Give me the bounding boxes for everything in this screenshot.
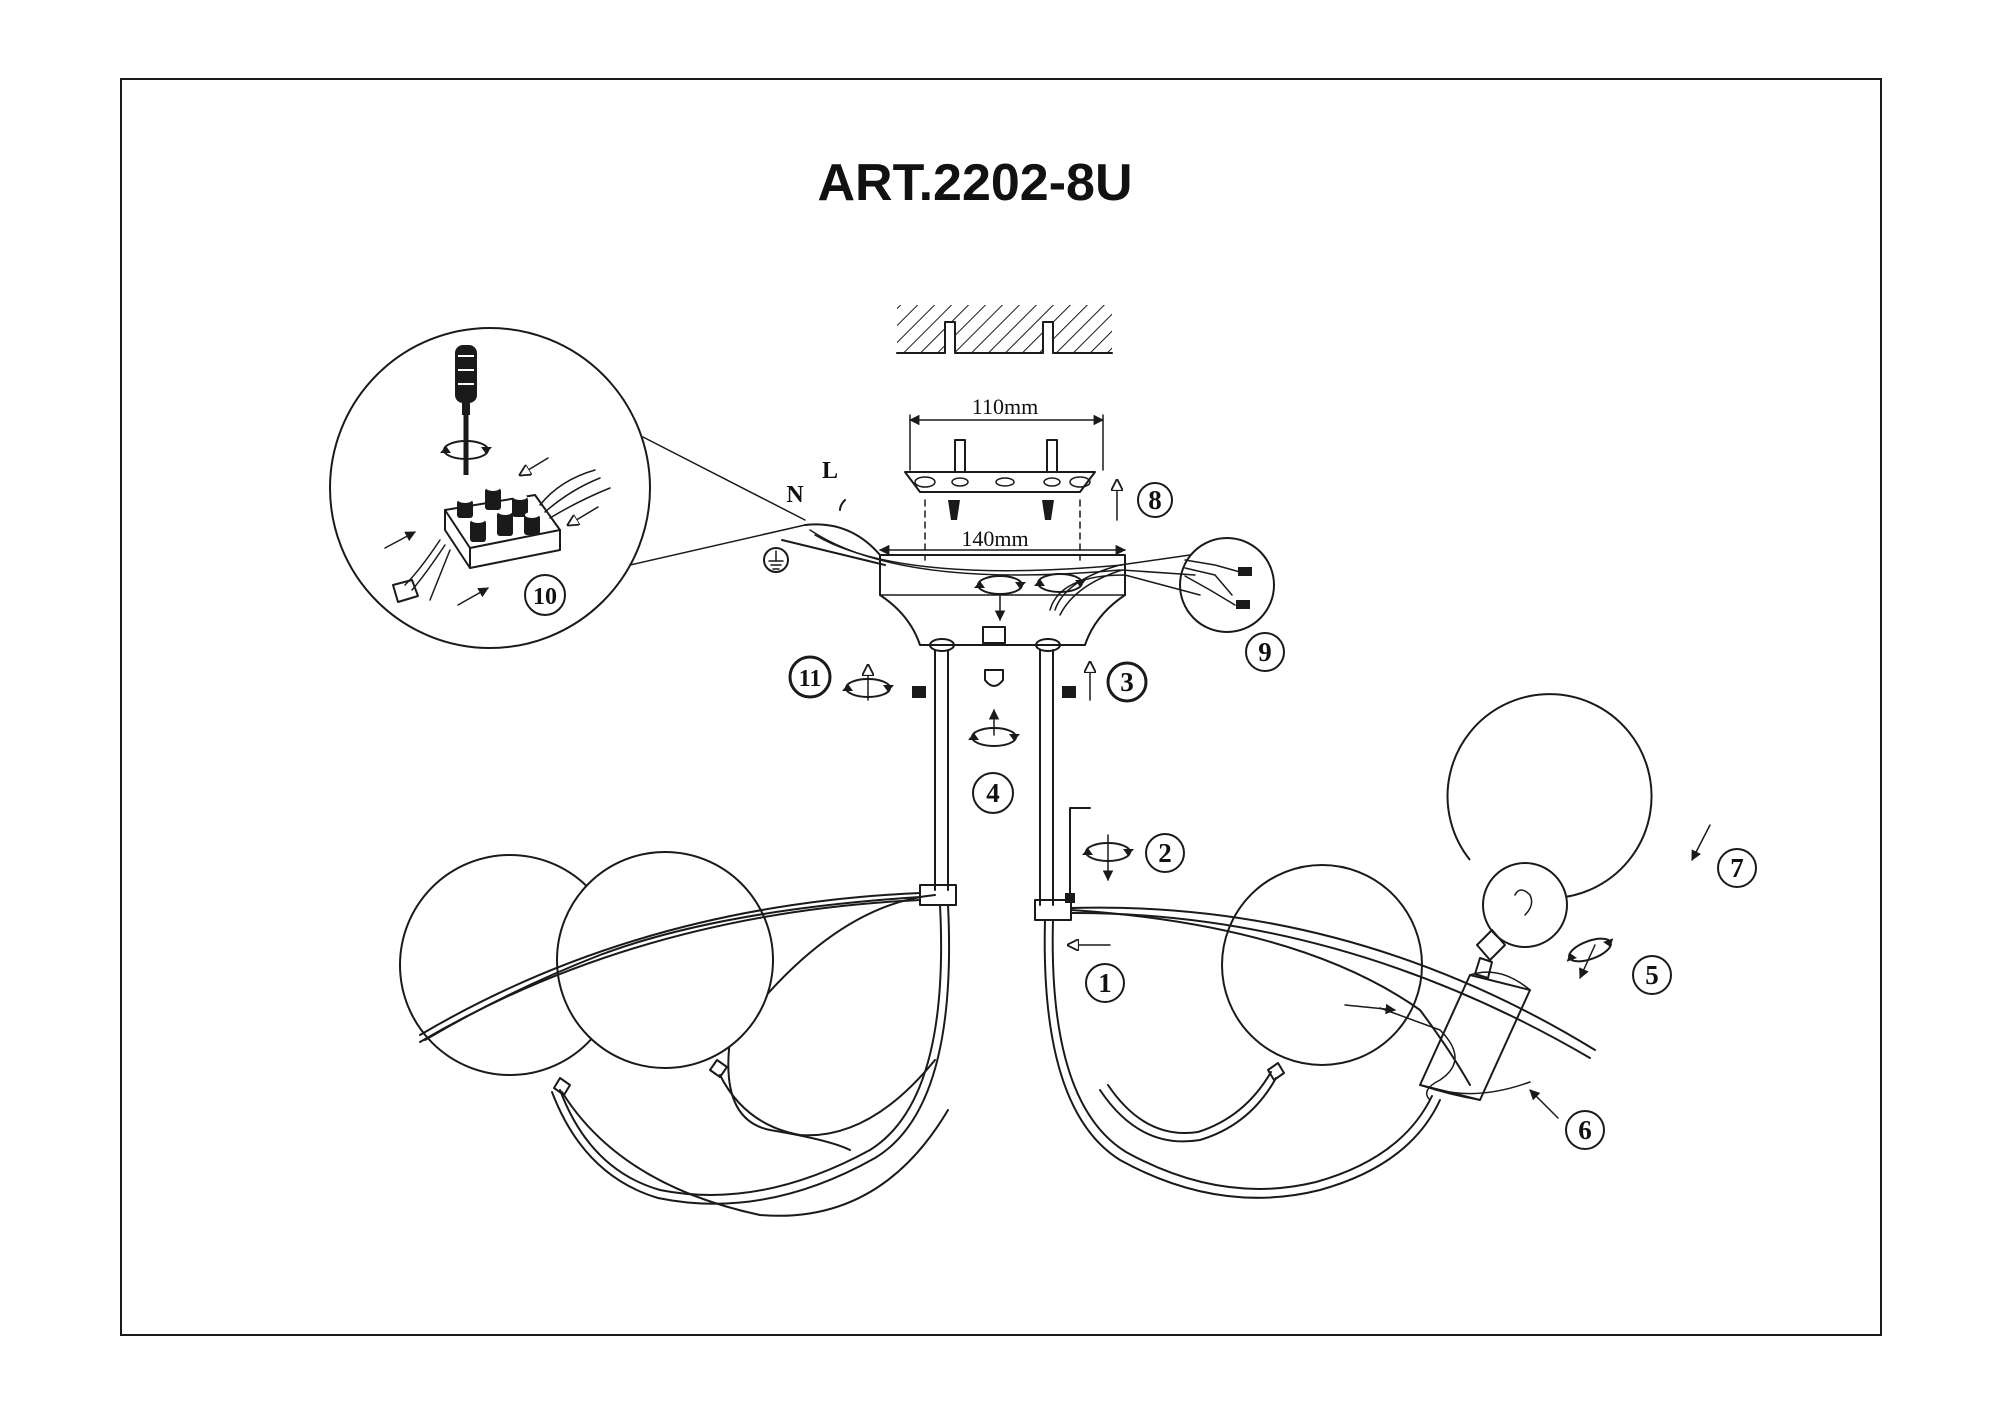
step-3: 3 bbox=[1062, 662, 1148, 703]
step-10-number: 10 bbox=[533, 584, 557, 610]
canopy: 140mm bbox=[809, 526, 1201, 652]
globe-right-front bbox=[1221, 864, 1423, 1066]
step-4: 4 bbox=[967, 669, 1021, 814]
step-1-number: 1 bbox=[1098, 968, 1112, 998]
mounting-bracket: 110mm bbox=[904, 394, 1105, 561]
earth-symbol-icon bbox=[763, 547, 789, 573]
light-bulb-icon bbox=[1474, 862, 1568, 979]
step-3-number: 3 bbox=[1120, 667, 1134, 697]
step-4-number: 4 bbox=[986, 778, 1000, 808]
step-1: 1 bbox=[1068, 945, 1125, 1003]
step-7-number: 7 bbox=[1730, 853, 1744, 883]
step-5: 5 bbox=[1561, 931, 1672, 995]
left-arms bbox=[551, 894, 951, 1205]
detail-terminal-block: 10 bbox=[329, 327, 806, 649]
step-11-number: 11 bbox=[799, 666, 822, 692]
step-6: 6 bbox=[1529, 1089, 1605, 1150]
diagram-title: ART.2202-8U bbox=[817, 154, 1132, 212]
globe-right-outer bbox=[1446, 693, 1653, 899]
step-8: 8 bbox=[1117, 480, 1173, 521]
screwdriver-icon bbox=[455, 345, 477, 475]
step-5-number: 5 bbox=[1645, 960, 1659, 990]
step-7: 7 bbox=[1691, 824, 1757, 888]
page-frame bbox=[120, 78, 1882, 1336]
step-6-number: 6 bbox=[1578, 1115, 1592, 1145]
canopy-dimension-label: 140mm bbox=[961, 526, 1028, 551]
globe-left-front bbox=[556, 851, 774, 1069]
neutral-label: N bbox=[786, 482, 804, 508]
live-label: L bbox=[822, 458, 838, 484]
step-2-number: 2 bbox=[1158, 838, 1172, 868]
step-11: 11 bbox=[788, 655, 926, 701]
detail-wire-connectors: 9 bbox=[1179, 537, 1285, 672]
right-arms bbox=[1043, 919, 1441, 1199]
central-stems bbox=[919, 649, 1072, 921]
right-arm-rods bbox=[1070, 906, 1596, 1143]
step-8-number: 8 bbox=[1148, 485, 1162, 515]
left-arm-rods bbox=[419, 892, 949, 1217]
step-9-number: 9 bbox=[1258, 637, 1272, 667]
supply-wires: N L bbox=[763, 458, 886, 573]
ceiling bbox=[896, 305, 1113, 356]
step-2: 2 bbox=[1065, 807, 1185, 903]
bracket-dimension-label: 110mm bbox=[972, 394, 1038, 419]
